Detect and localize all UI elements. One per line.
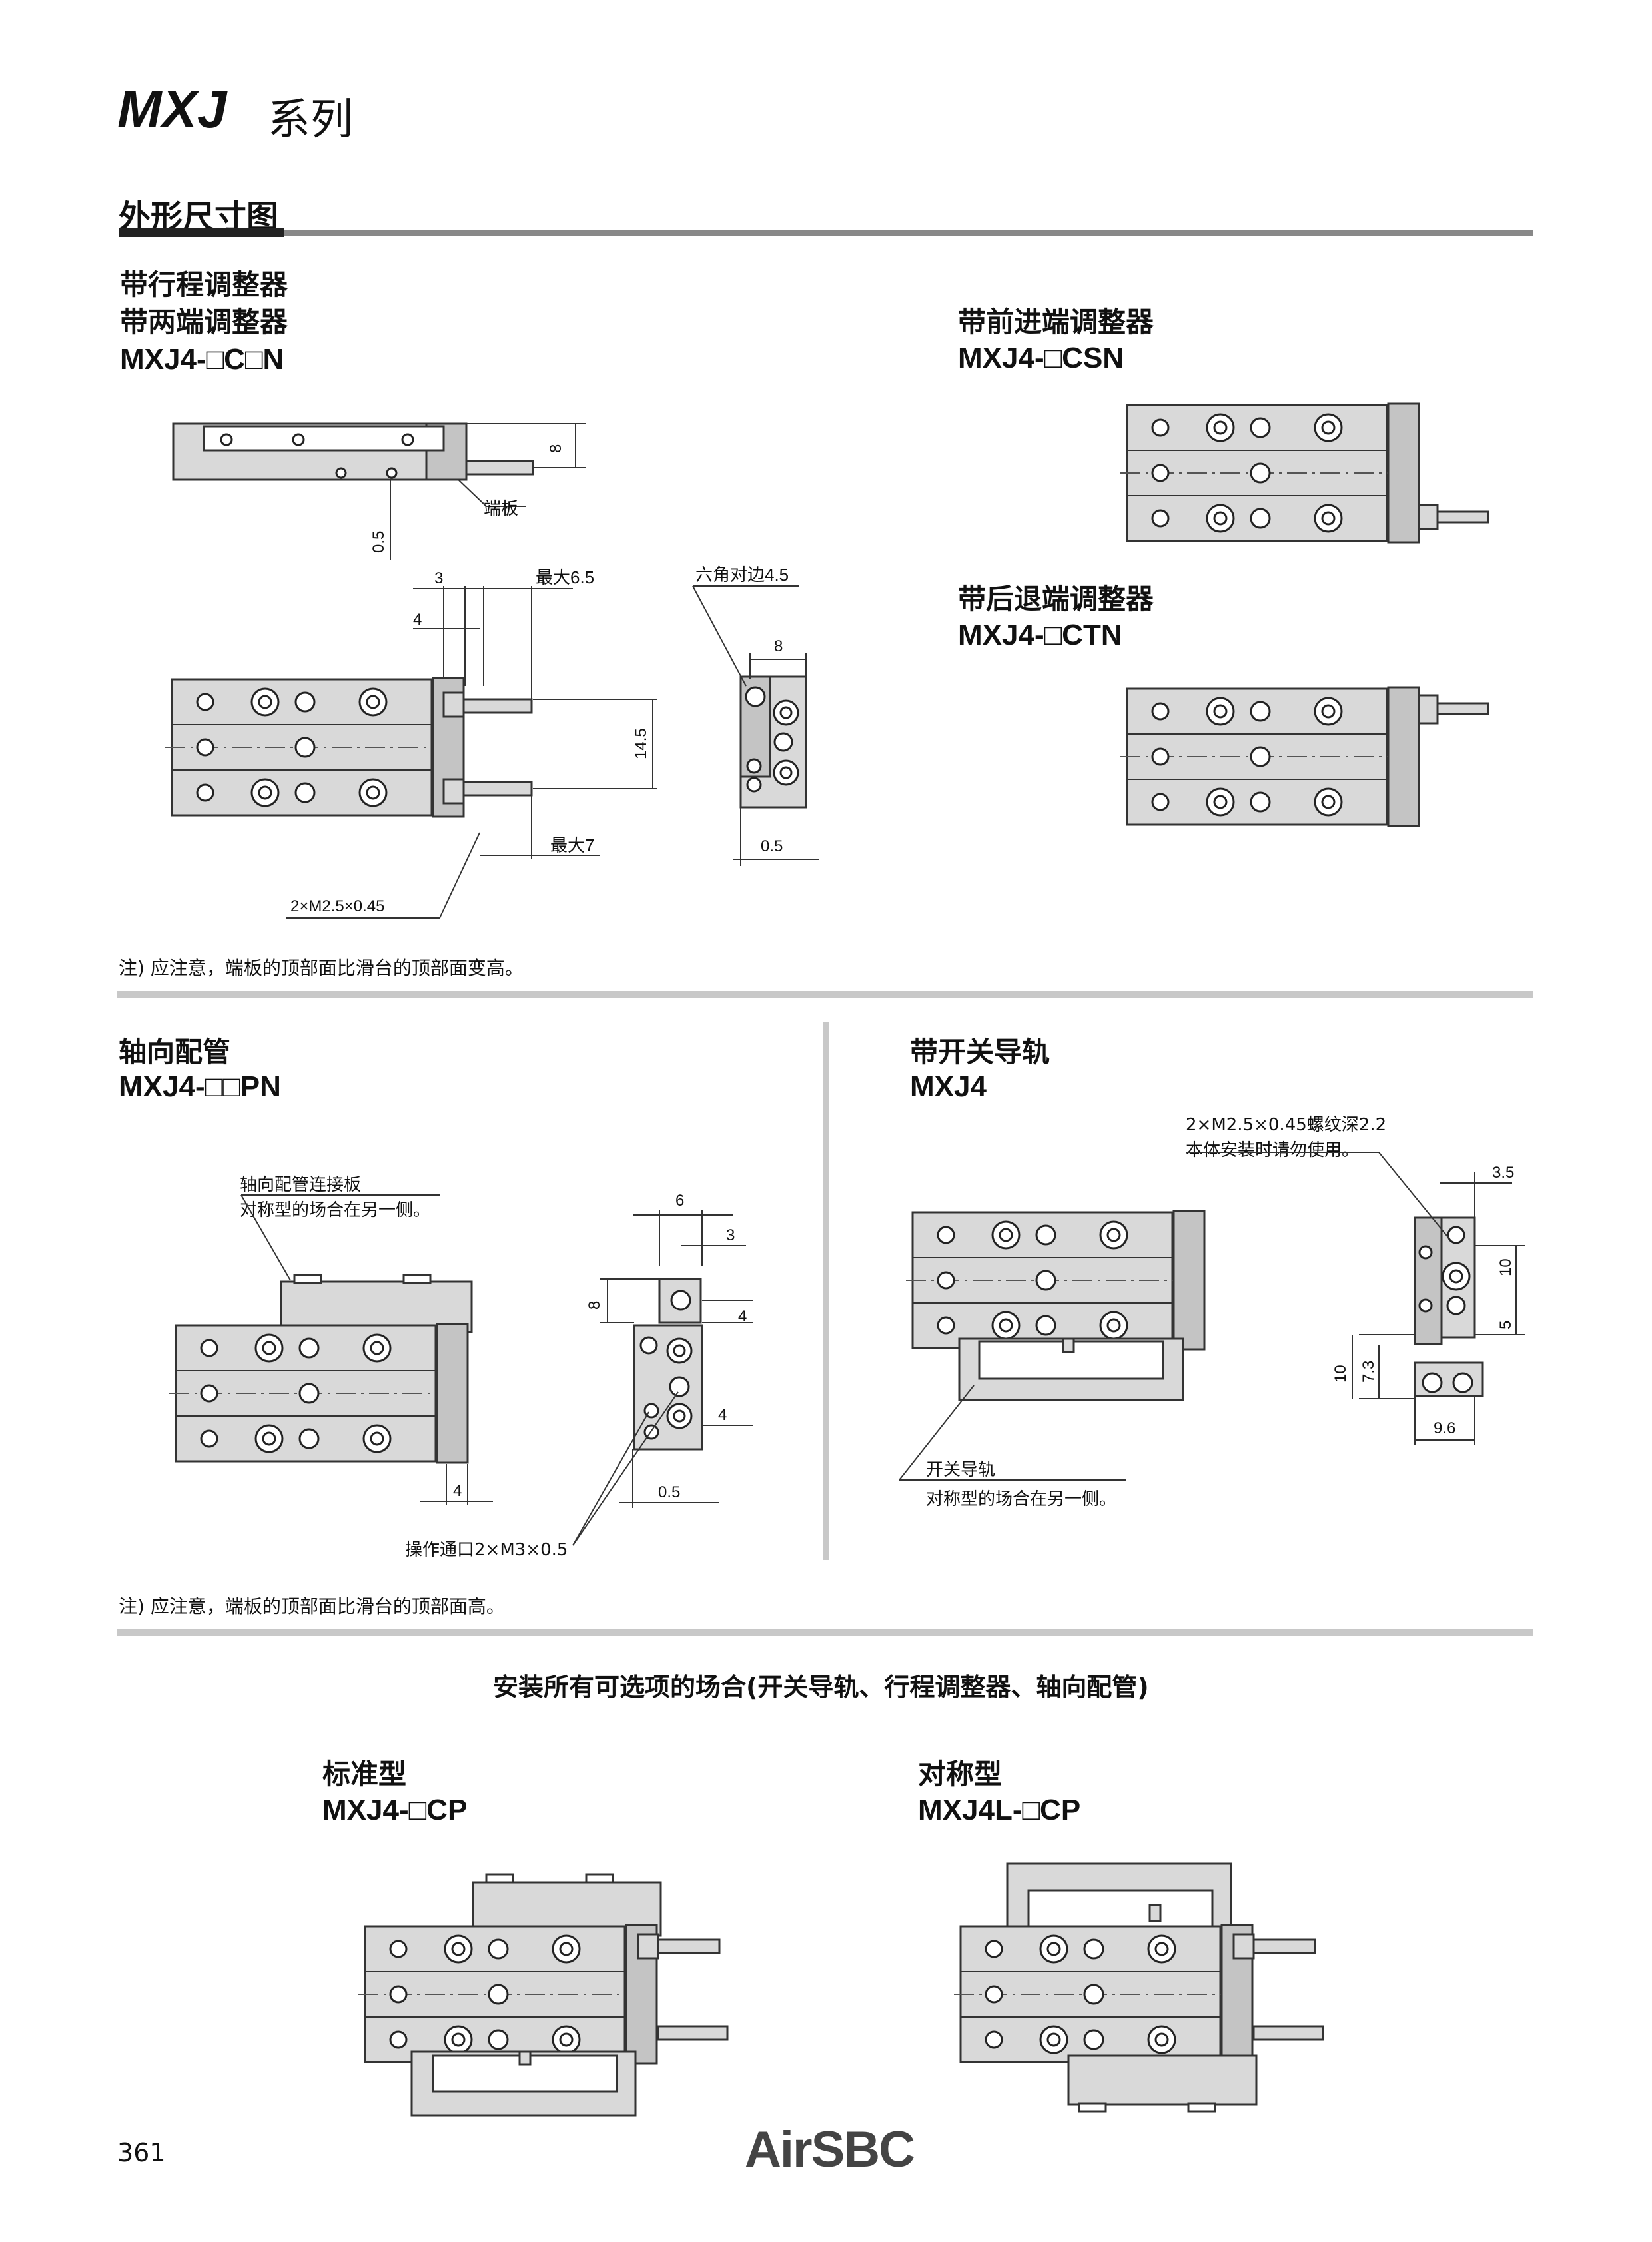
dim-05: 0.5 (370, 531, 388, 553)
sym-title: 对称型 (918, 1758, 1003, 1790)
plate-label1: 轴向配管连接板 (240, 1175, 362, 1195)
dim-8b: 8 (774, 637, 783, 655)
sym-drawing (954, 1862, 1324, 2113)
front-title: 带前进端调整器 (958, 306, 1154, 338)
sec3-end-view: 3.5 10 5 10 7.3 9.6 (1186, 1152, 1525, 1445)
sec1-top-view (165, 678, 533, 817)
title-underline (119, 228, 284, 237)
dim-10b: 10 (1332, 1365, 1350, 1383)
port-label: 操作通口2×M3×0.5 (405, 1540, 568, 1560)
back-adjuster-drawing (1120, 687, 1489, 826)
std-drawing (358, 1873, 729, 2117)
std-title: 标准型 (322, 1758, 407, 1790)
sec1-model: MXJ4-□C□N (120, 343, 284, 376)
dim-35: 3.5 (1492, 1164, 1514, 1182)
sec2-note: 注) 应注意，端板的顶部面比滑台的顶部面高。 (119, 1595, 505, 1617)
series-suffix: 系列 (268, 95, 353, 145)
sec4-heading: 安装所有可选项的场合(开关导轨、行程调整器、轴向配管) (493, 1673, 1149, 1702)
sec1-title2: 带两端调整器 (120, 306, 288, 338)
dim-4c: 4 (718, 1406, 727, 1424)
plate-label2: 对称型的场合在另一侧。 (240, 1200, 431, 1220)
label-endplate: 端板 (484, 498, 518, 518)
back-model: MXJ4-□CTN (958, 619, 1122, 651)
rail-label2: 对称型的场合在另一侧。 (926, 1489, 1117, 1509)
separator-2 (117, 1629, 1533, 1636)
dim-max65: 最大6.5 (536, 567, 594, 587)
sec3-top-view (899, 1211, 1204, 1481)
title-rule (284, 230, 1533, 236)
rail-label1: 开关导轨 (926, 1460, 996, 1480)
sym-model: MXJ4L-□CP (918, 1794, 1081, 1826)
thread-label1: 2×M2.5×0.45螺纹深2.2 (1186, 1115, 1387, 1135)
page-number: 361 (117, 2138, 166, 2167)
dim-05b: 0.5 (761, 837, 783, 855)
front-adjuster-drawing (1120, 404, 1489, 542)
thread-label2: 本体安装时请勿使用。 (1186, 1140, 1360, 1160)
dim-10a: 10 (1497, 1258, 1515, 1276)
dim-6: 6 (675, 1192, 684, 1210)
dim-145: 14.5 (632, 728, 650, 759)
dim-5: 5 (1497, 1321, 1515, 1329)
dim-4b: 4 (738, 1308, 747, 1325)
dim-8: 8 (547, 444, 565, 453)
sec1-side-view: 8 端板 0.5 (172, 422, 586, 560)
dim-3b: 3 (726, 1226, 735, 1244)
dim-thread: 2×M2.5×0.45 (290, 897, 384, 915)
dim-4a: 4 (453, 1482, 462, 1500)
dim-05c: 0.5 (658, 1483, 680, 1501)
sec2-model: MXJ4-□□PN (119, 1070, 281, 1103)
sec1-top-dims: 3 4 最大6.5 14.5 最大7 2×M2.5×0.45 (286, 567, 657, 919)
brand-logo: AirSBC (745, 2121, 915, 2178)
sec1-title1: 带行程调整器 (120, 268, 288, 301)
dim-3: 3 (434, 569, 443, 587)
dim-8c: 8 (586, 1301, 604, 1309)
dim-73: 7.3 (1360, 1361, 1378, 1383)
sec3-model: MXJ4 (910, 1070, 987, 1103)
std-model: MXJ4-□CP (322, 1794, 468, 1826)
sec2-end-view: 6 3 8 4 4 0.5 (572, 1192, 753, 1546)
sec2-title: 轴向配管 (119, 1036, 231, 1068)
dim-hex: 六角对边4.5 (695, 565, 789, 585)
sec3-title: 带开关导轨 (910, 1036, 1050, 1068)
vertical-separator (823, 1022, 829, 1560)
dim-4: 4 (413, 611, 422, 629)
sec1-end-view: 8 六角对边4.5 0.5 (692, 565, 819, 866)
sec2-top-view: 4 (169, 1194, 493, 1505)
separator-1 (117, 991, 1533, 998)
front-model: MXJ4-□CSN (958, 342, 1124, 374)
sec1-note: 注) 应注意，端板的顶部面比滑台的顶部面变高。 (119, 957, 524, 979)
series-name: MXJ (117, 79, 227, 139)
dim-max7: 最大7 (550, 835, 594, 855)
dim-96: 9.6 (1434, 1419, 1455, 1437)
back-title: 带后退端调整器 (958, 583, 1154, 615)
